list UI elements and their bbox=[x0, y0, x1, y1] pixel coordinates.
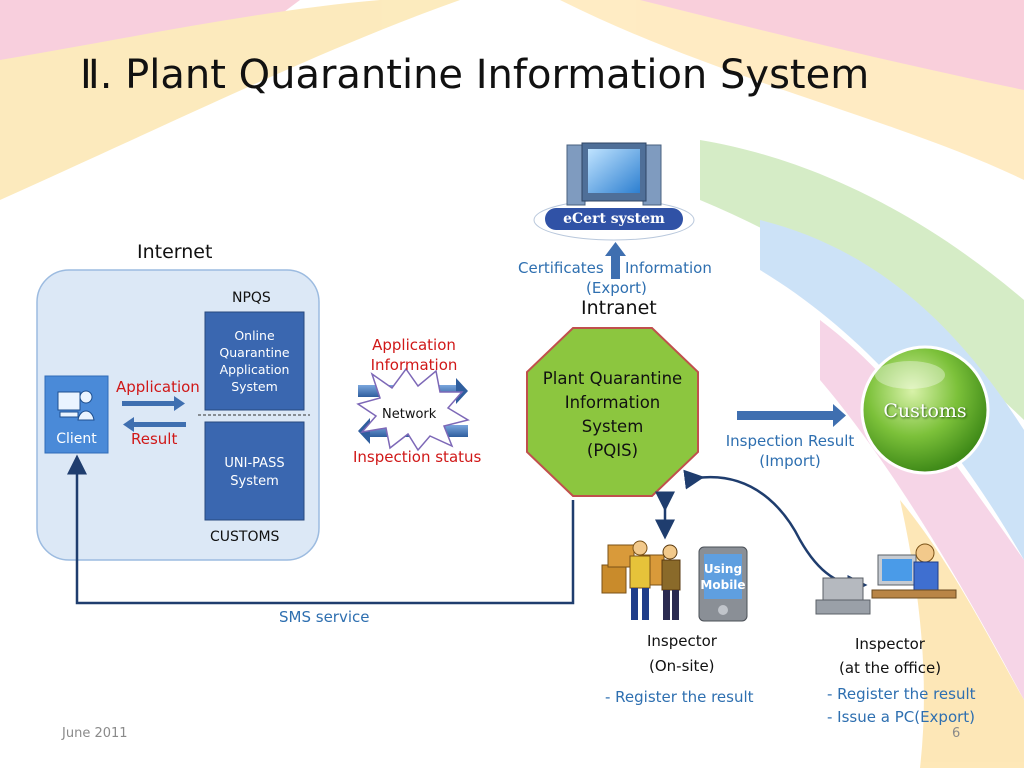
customs-sphere bbox=[860, 345, 990, 475]
application-information-line-2: Information bbox=[370, 356, 458, 374]
using-mobile-line-2: Mobile bbox=[700, 578, 746, 592]
unipass-line-1: UNI-PASS bbox=[224, 456, 285, 471]
inspection-result-line-2: (Import) bbox=[759, 452, 821, 470]
office-inspector-name: Inspector bbox=[855, 635, 925, 653]
sms-service-label: SMS service bbox=[279, 608, 370, 626]
onsite-inspector-name: Inspector bbox=[647, 632, 717, 650]
inspection-result-line-1: Inspection Result bbox=[725, 432, 855, 450]
online-system-box bbox=[204, 311, 305, 411]
unipass-box bbox=[204, 421, 305, 521]
internet-label: Internet bbox=[137, 241, 213, 263]
using-mobile-line-1: Using bbox=[703, 562, 743, 576]
online-system-line-2: Quarantine bbox=[219, 345, 290, 360]
ecert-label: eCert system bbox=[563, 211, 665, 227]
application-information-line-1: Application bbox=[372, 336, 456, 354]
intranet-label: Intranet bbox=[581, 297, 657, 319]
pqis-line-1: Plant Quarantine bbox=[542, 369, 683, 388]
office-inspector-sub: (at the office) bbox=[839, 659, 942, 677]
office-inspector-graphic bbox=[815, 543, 957, 615]
page-number: 6 bbox=[952, 726, 961, 741]
ecert-graphic bbox=[533, 142, 695, 241]
application-information-label: Application Information bbox=[358, 335, 470, 375]
onsite-inspector-graphic bbox=[601, 540, 748, 622]
customs-box-label: CUSTOMS bbox=[210, 529, 280, 545]
inspection-result-label: Inspection Result (Import) bbox=[722, 431, 858, 471]
client-arrows bbox=[122, 396, 186, 432]
office-inspector-task-1: - Register the result bbox=[827, 685, 976, 703]
customs-node-label: Customs bbox=[883, 400, 967, 422]
using-mobile-badge: Using Mobile bbox=[699, 561, 747, 593]
export-label: (Export) bbox=[586, 279, 647, 297]
pqis-line-4: (PQIS) bbox=[586, 441, 639, 460]
certificates-label: Certificates bbox=[518, 259, 604, 277]
onsite-inspector-task: - Register the result bbox=[605, 688, 754, 706]
network-burst bbox=[356, 367, 470, 452]
online-system-label: Online Quarantine Application System bbox=[205, 327, 304, 395]
pqis-octagon bbox=[526, 327, 699, 497]
office-inspector-task-2: - Issue a PC(Export) bbox=[827, 708, 976, 726]
onsite-inspector-sub: (On-site) bbox=[649, 657, 715, 675]
pqis-line-3: System bbox=[581, 417, 644, 436]
npqs-label: NPQS bbox=[232, 290, 271, 306]
client-label: Client bbox=[56, 431, 97, 447]
network-label: Network bbox=[382, 407, 437, 422]
online-system-line-4: System bbox=[231, 379, 278, 394]
slide-title: Ⅱ. Plant Quarantine Information System bbox=[80, 52, 870, 98]
inspection-status-label: Inspection status bbox=[353, 448, 482, 466]
application-label: Application bbox=[116, 378, 200, 396]
sms-line bbox=[67, 454, 575, 605]
unipass-label: UNI-PASS System bbox=[205, 455, 304, 491]
information-label: Information bbox=[625, 259, 712, 277]
online-system-line-1: Online bbox=[234, 328, 275, 343]
online-system-line-3: Application bbox=[219, 362, 290, 377]
pqis-line-2: Information bbox=[564, 393, 661, 412]
unipass-line-2: System bbox=[230, 474, 279, 489]
client-icon bbox=[57, 390, 95, 421]
pqis-label: Plant Quarantine Information System (PQI… bbox=[527, 367, 698, 463]
result-label: Result bbox=[131, 430, 178, 448]
footer-date: June 2011 bbox=[62, 726, 128, 741]
